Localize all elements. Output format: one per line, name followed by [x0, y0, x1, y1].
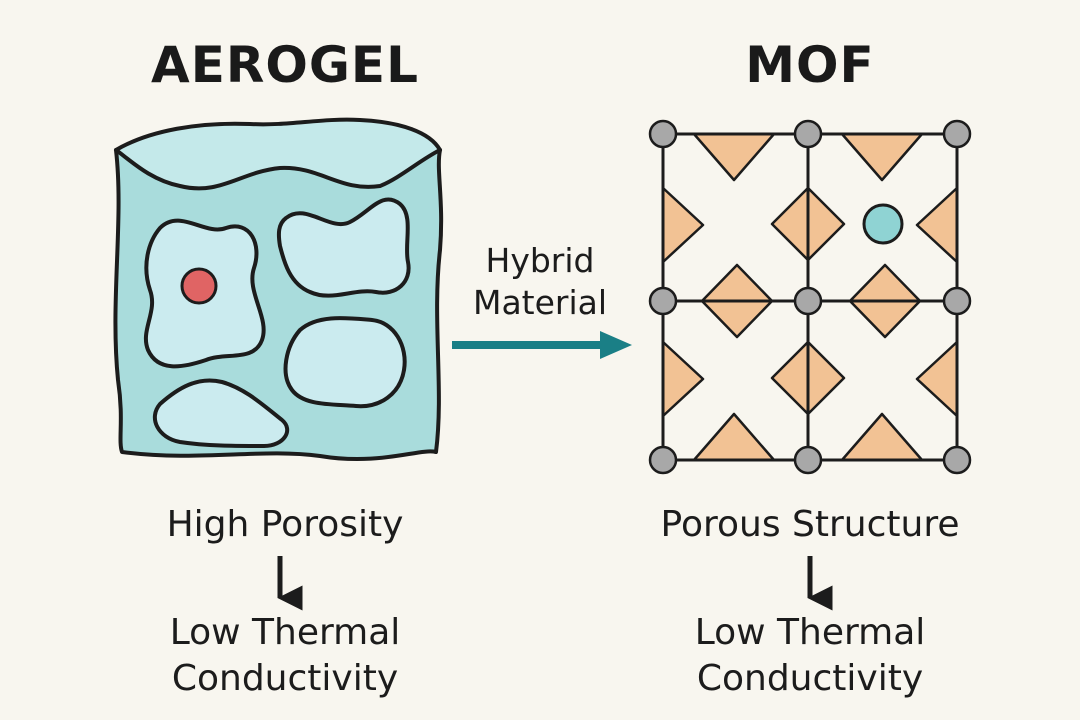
- mof-property: Porous Structure: [660, 504, 960, 545]
- aerogel-property: High Porosity: [166, 504, 404, 545]
- aerogel-pore-top-right: [276, 197, 411, 298]
- aerogel-pore-bottom: [152, 378, 290, 448]
- aerogel-title: AEROGEL: [151, 36, 419, 94]
- mof-title: MOF: [745, 36, 875, 94]
- aerogel-pore-mid-right: [283, 316, 407, 409]
- hybrid-label-line1: Hybrid: [485, 241, 595, 280]
- guest-molecule: [862, 203, 904, 245]
- aerogel-result: Low Thermal Conductivity: [90, 610, 480, 702]
- mof-result-line2: Conductivity: [696, 658, 924, 699]
- hybrid-material-label: Hybrid Material: [440, 240, 640, 324]
- aerogel-result-line1: Low Thermal: [169, 612, 401, 653]
- aerogel-top-surface: [114, 117, 442, 191]
- mof-result: Low Thermal Conductivity: [610, 610, 1010, 702]
- mof-lattice: [648, 119, 972, 475]
- aerogel-block: [113, 117, 444, 462]
- red-particle: [180, 267, 218, 305]
- mof-result-line1: Low Thermal: [694, 612, 926, 653]
- mof-metal-nodes: [648, 119, 972, 475]
- aerogel-result-line2: Conductivity: [171, 658, 399, 699]
- hybrid-arrow: [452, 331, 632, 359]
- hybrid-label-line2: Material: [472, 283, 608, 322]
